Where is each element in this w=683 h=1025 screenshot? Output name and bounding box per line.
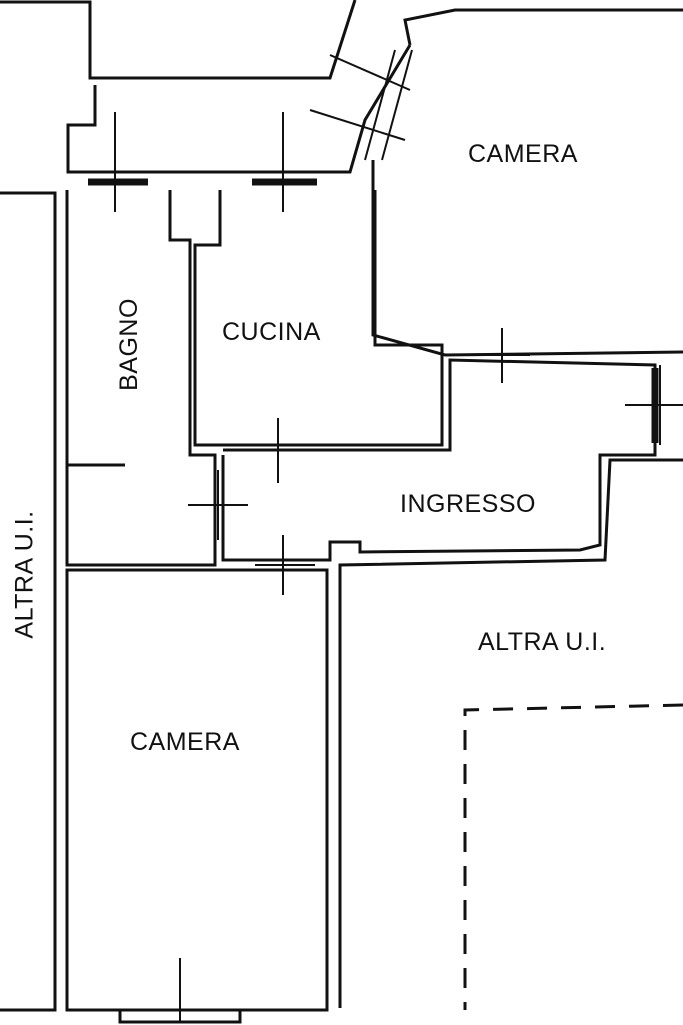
- room-label-camera-bottom: CAMERA: [130, 728, 240, 756]
- room-label-camera-top: CAMERA: [468, 140, 578, 168]
- wall-camera-top-inner: [371, 160, 683, 357]
- wall-balcony: [0, 0, 357, 80]
- room-label-bagno: BAGNO: [114, 298, 143, 391]
- room-label-altra-left: ALTRA U.I.: [10, 510, 39, 639]
- door-markers: [90, 49, 683, 1023]
- wall-balcony-inner: [66, 44, 412, 174]
- wall-altra-right: [338, 458, 683, 1008]
- wall-ingresso: [221, 358, 657, 562]
- wall-left-neighbour: [0, 191, 57, 1012]
- room-label-cucina: CUCINA: [222, 318, 321, 346]
- wall-cucina: [193, 190, 444, 447]
- wall-camera-top: [403, 8, 683, 46]
- dashed-outline: [463, 703, 683, 1010]
- wall-camera-bottom: [65, 568, 329, 1012]
- room-label-altra-right: ALTRA U.I.: [478, 628, 607, 656]
- room-label-ingresso: INGRESSO: [400, 490, 536, 518]
- wall-bagno: [65, 190, 217, 567]
- door-thick-lines: [88, 178, 659, 443]
